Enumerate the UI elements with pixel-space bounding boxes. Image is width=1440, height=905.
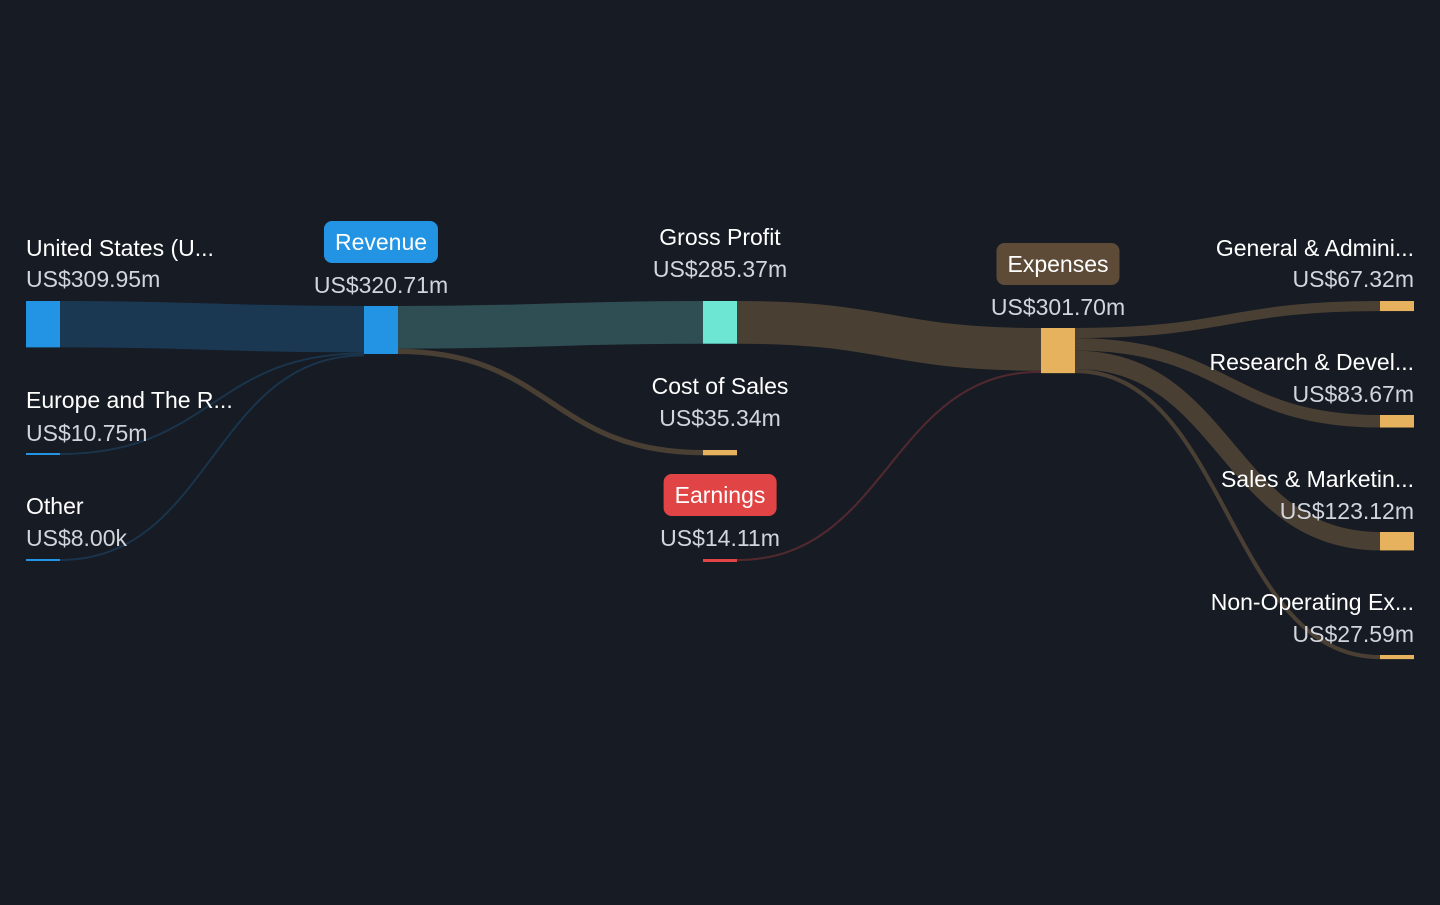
node-value-expenses: US$301.70m — [990, 294, 1126, 320]
sankey-link-europe-to-revenue — [59, 352, 365, 455]
expenses-badge: Expenses — [996, 243, 1120, 285]
sankey-links — [59, 300, 1381, 660]
node-value-earnings: US$14.11m — [660, 525, 780, 551]
node-value-cost-of-sales: US$35.34m — [659, 405, 781, 431]
sankey-node-ga — [1380, 301, 1414, 312]
sankey-node-cost_of_sales — [703, 450, 737, 456]
node-label-gross-profit: Gross Profit — [659, 224, 781, 250]
sankey-link-expenses-to-ga — [1074, 301, 1381, 339]
sankey-node-us — [26, 301, 60, 348]
node-label-us: United States (U... — [26, 235, 214, 261]
node-value-us: US$309.95m — [26, 266, 161, 292]
sankey-node-revenue — [364, 306, 398, 354]
sankey-node-europe — [26, 453, 60, 455]
revenue-badge: Revenue — [323, 221, 439, 263]
sankey-node-gross_profit — [703, 301, 737, 344]
sankey-node-earnings — [703, 559, 737, 562]
node-value-nonop: US$27.59m — [1292, 621, 1414, 647]
node-value-rd: US$83.67m — [1292, 381, 1414, 407]
sankey-link-gross_profit-to-expenses — [736, 300, 1042, 371]
node-label-other: Other — [26, 493, 84, 519]
sankey-link-us-to-revenue — [59, 301, 365, 353]
node-value-gross-profit: US$285.37m — [652, 256, 788, 282]
node-label-europe: Europe and The R... — [26, 387, 233, 413]
sankey-node-other — [26, 559, 60, 561]
sankey-link-expenses-to-nonop — [1074, 369, 1381, 660]
sankey-link-revenue-to-cost_of_sales — [397, 348, 704, 456]
sankey-node-nonop — [1380, 655, 1414, 660]
sankey-link-expenses-to-sm — [1074, 350, 1381, 551]
node-value-ga: US$67.32m — [1292, 266, 1414, 292]
earnings-badge: Earnings — [663, 474, 777, 516]
node-value-sm: US$123.12m — [1279, 498, 1414, 524]
node-label-ga: General & Admini... — [1215, 235, 1414, 261]
node-value-europe: US$10.75m — [26, 420, 148, 446]
node-label-nonop: Non-Operating Ex... — [1210, 589, 1414, 615]
sankey-node-sm — [1380, 532, 1414, 551]
node-label-sm: Sales & Marketin... — [1220, 466, 1414, 492]
sankey-nodes — [26, 301, 1414, 660]
node-value-revenue: US$320.71m — [313, 272, 449, 298]
sankey-link-other-to-revenue — [59, 354, 365, 561]
sankey-link-revenue-to-gross_profit — [397, 300, 704, 349]
sankey-node-expenses — [1041, 328, 1075, 374]
node-value-other: US$8.00k — [26, 525, 128, 551]
sankey-link-earnings-to-expenses — [736, 370, 1042, 562]
node-label-rd: Research & Devel... — [1209, 349, 1414, 375]
node-label-cost-of-sales: Cost of Sales — [651, 373, 789, 399]
sankey-link-expenses-to-rd — [1074, 338, 1381, 428]
sankey-node-rd — [1380, 415, 1414, 428]
